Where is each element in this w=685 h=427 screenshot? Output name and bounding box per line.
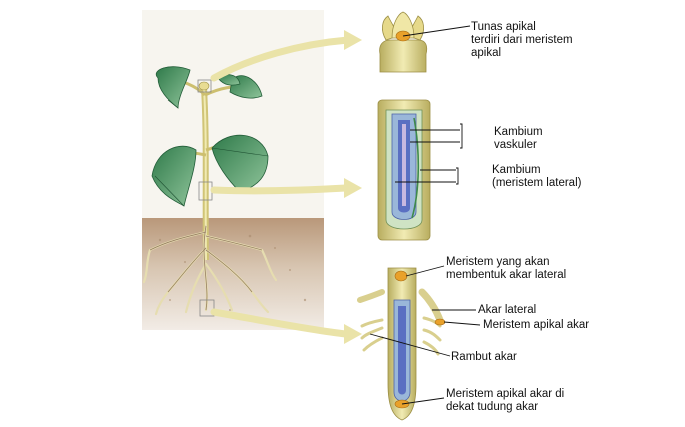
apical-bud-small [198, 81, 210, 91]
lateral-root-meristem [394, 270, 408, 282]
soil-grains [158, 234, 307, 311]
vascular-cambium-label-line2: vaskuler [494, 139, 537, 151]
stem-section-detail [377, 99, 463, 241]
lateral-root-label: Akar lateral [478, 304, 537, 316]
root-hair-label: Rambut akar [451, 351, 517, 363]
apical-bud-label-line2: terdiri dari meristem [471, 34, 573, 46]
root-apical-meristem-label: Meristem apikal akar [483, 319, 590, 331]
root-cap-meristem-label-line1: Meristem apikal akar di [446, 388, 565, 400]
vascular-cambium-label-line1: Kambium [494, 126, 543, 138]
root-tip-box [199, 299, 215, 317]
apical-bud-label-line3: apikal [471, 47, 502, 59]
lateral-cambium-label-line2: (meristem lateral) [492, 177, 582, 189]
root-detail [357, 265, 481, 421]
soil [142, 218, 324, 330]
apical-bud-label-line1: Tunas apikal [471, 21, 536, 33]
lateral-root-meristem-label-line1: Meristem yang akan [446, 256, 550, 268]
callout-arrows [210, 30, 362, 344]
apical-bud-box [197, 79, 212, 93]
lateral-root-meristem-label-line2: membentuk akar lateral [446, 269, 567, 281]
leaves [151, 66, 269, 207]
root-cap-meristem-label-line2: dekat tudung akar [446, 401, 539, 413]
fine-roots [149, 225, 263, 311]
lateral-cambium-label-line1: Kambium [492, 164, 541, 176]
apical-bud-detail [379, 11, 471, 73]
